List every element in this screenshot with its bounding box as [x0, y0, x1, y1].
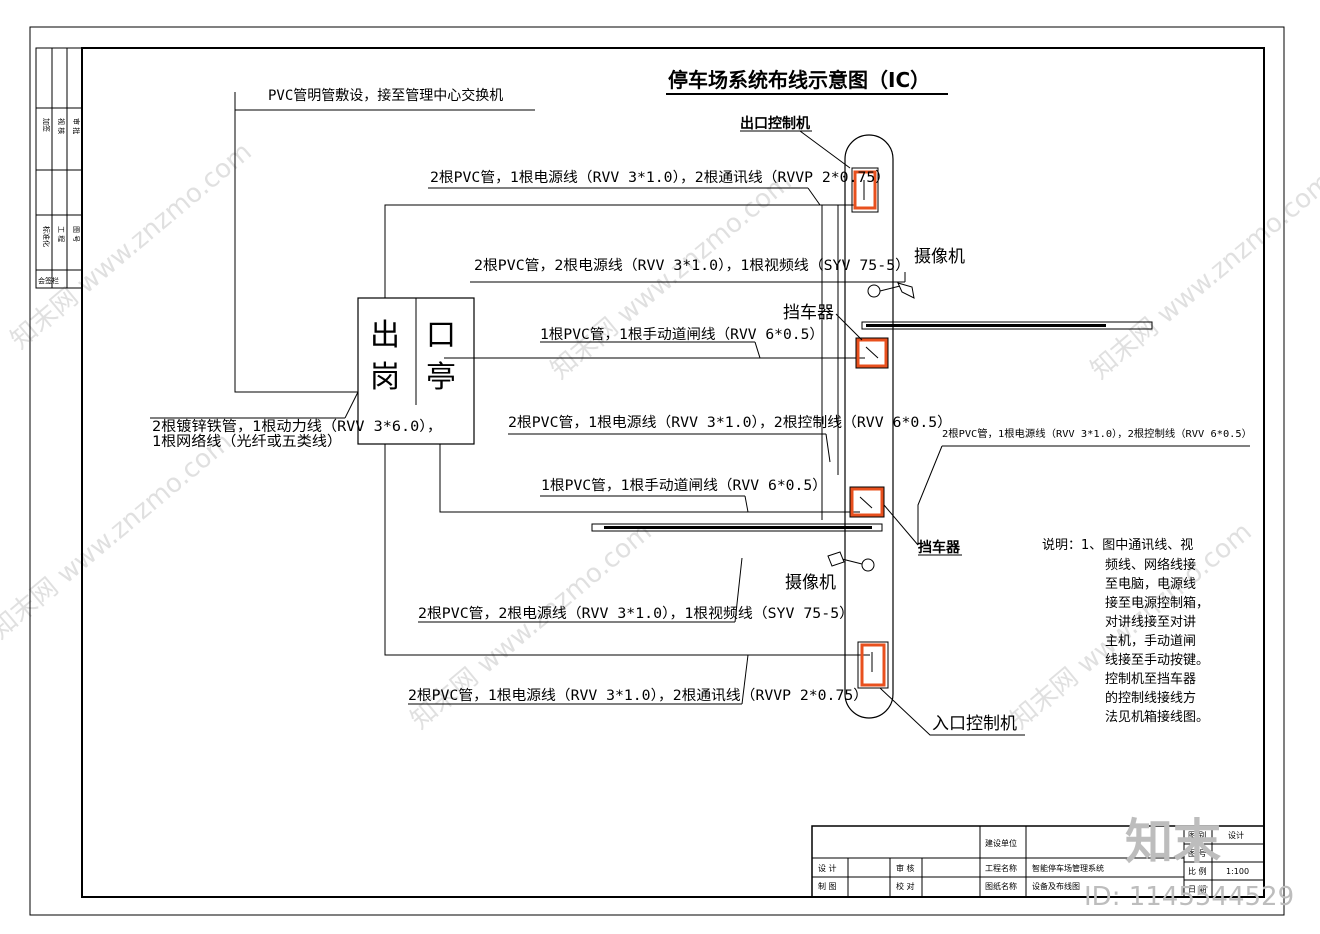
note-line: 主机，手动道闸: [1105, 634, 1196, 649]
watermark: 知末网 www.znzmo.com: [0, 427, 238, 646]
note-line: 频线、网络线接: [1105, 557, 1196, 573]
barrier-arm-top: [861, 321, 1153, 330]
exit-controller-leader: [799, 130, 851, 169]
tb-scale-label: 比 例: [1188, 866, 1207, 876]
note-line: 的控制线接线方: [1105, 690, 1196, 706]
tb-date-label: 日 期: [1188, 885, 1207, 894]
sidebar-text: 审 批: [72, 118, 81, 134]
tb-client-label: 建设单位: [985, 838, 1017, 848]
tb-category-label: 图 别: [1188, 831, 1207, 840]
sidebar-strip: 加签 视 核 审 批 标准化 工 程 图 号 会签栏: [35, 47, 83, 289]
sidebar-text: 工 程: [57, 226, 66, 242]
cable-label: 1根PVC管，1根手动道闸线（RVV 6*0.5）: [540, 327, 824, 343]
notes-block: 说明：1、图中通讯线、视 频线、网络线接 至电脑，电源线 接至电源控制箱， 对讲…: [1042, 538, 1209, 725]
diagram-title: 停车场系统布线示意图（IC）: [668, 68, 930, 92]
entry-controller-box[interactable]: [857, 641, 889, 689]
outer-frame: [29, 26, 1285, 916]
barrier-label: 挡车器: [918, 539, 961, 556]
note-line: 法见机箱接线图。: [1105, 709, 1209, 725]
camera-icon[interactable]: [867, 282, 915, 299]
barrier-arm-bottom: [591, 523, 883, 532]
watermark: 知末网 www.znzmo.com: [545, 167, 797, 386]
camera-label: 摄像机: [785, 573, 836, 593]
tb-scale-value: 1:100: [1226, 867, 1249, 876]
cable-label: PVC管明管敷设，接至管理中心交换机: [268, 87, 503, 104]
barrier-leader: [883, 504, 919, 546]
brand-id: ID: 1145544529: [1084, 882, 1294, 912]
title-block: [811, 825, 1265, 898]
brand-logo: 知末: [1125, 814, 1221, 870]
barrier-box-bottom[interactable]: [849, 486, 885, 518]
inner-frame: [81, 47, 1265, 898]
tb-project-value: 智能停车场管理系统: [1032, 863, 1104, 873]
barrier-label: 挡车器: [783, 303, 834, 323]
tb-category-value: 设计: [1228, 830, 1244, 840]
tb-review: 审 核: [896, 863, 915, 873]
note-line: 线接至手动按键。: [1105, 652, 1209, 668]
barrier-leader: [835, 313, 863, 341]
booth-char: 口: [426, 318, 456, 353]
cable-label: 1根网络线（光纤或五类线）: [152, 434, 342, 450]
tb-project-label: 工程名称: [985, 863, 1017, 873]
watermark: 知末网 www.znzmo.com: [1085, 167, 1320, 386]
booth-char: 岗: [370, 360, 400, 395]
note-line: 至电脑，电源线: [1105, 577, 1196, 592]
cable-label: 2根PVC管，1根电源线（RVV 3*1.0），2根控制线（RVV 6*0.5）: [942, 427, 1252, 440]
note-line: 对讲线接至对讲: [1105, 614, 1196, 630]
tb-drawing-value: 设备及布线图: [1032, 881, 1080, 891]
sidebar-text: 视 核: [57, 118, 66, 134]
note-line: 控制机至挡车器: [1105, 671, 1196, 687]
exit-controller-box[interactable]: [851, 167, 879, 213]
traffic-island: [844, 134, 894, 719]
cable-label: 2根PVC管，1根电源线（RVV 3*1.0），2根通讯线（RVVP 2*0.7…: [430, 170, 890, 186]
cable-label: 2根PVC管，1根电源线（RVV 3*1.0），2根控制线（RVV 6*0.5）: [508, 415, 952, 431]
barrier-box-top[interactable]: [855, 337, 889, 369]
camera-label: 摄像机: [914, 247, 965, 267]
sidebar-text: 加签: [42, 118, 51, 132]
sidebar-text: 会签栏: [38, 276, 59, 285]
cable-runs: [150, 92, 1250, 736]
cable-label: 2根PVC管，2根电源线（RVV 3*1.0），1根视频线（SYV 75-5）: [474, 258, 910, 274]
exit-controller-label: 出口控制机: [740, 115, 810, 132]
sidebar-text: 图 号: [72, 226, 80, 242]
cable-label: 2根PVC管，1根电源线（RVV 3*1.0），2根通讯线（RVVP 2*0.7…: [408, 688, 868, 704]
note-line: 接至电源控制箱，: [1105, 595, 1209, 611]
tb-number-label: 图 号: [1188, 849, 1207, 858]
cable-label: 2根镀锌铁管，1根动力线（RVV 3*6.0），: [152, 418, 442, 435]
tb-drawing-label: 图纸名称: [985, 881, 1017, 891]
entry-controller-label: 入口控制机: [932, 714, 1017, 734]
cable-label: 1根PVC管，1根手动道闸线（RVV 6*0.5）: [541, 478, 827, 494]
cable-label: 2根PVC管，2根电源线（RVV 3*1.0），1根视频线（SYV 75-5）: [418, 606, 854, 622]
booth-char: 出: [370, 318, 400, 353]
tb-design: 设 计: [818, 863, 837, 873]
camera-icon[interactable]: [827, 551, 875, 572]
sidebar-text: 标准化: [42, 226, 51, 247]
tb-draw: 制 图: [818, 881, 837, 891]
tb-check: 校 对: [896, 881, 915, 891]
note-line: 说明：1、图中通讯线、视: [1042, 538, 1193, 553]
booth-char: 亭: [426, 360, 456, 395]
